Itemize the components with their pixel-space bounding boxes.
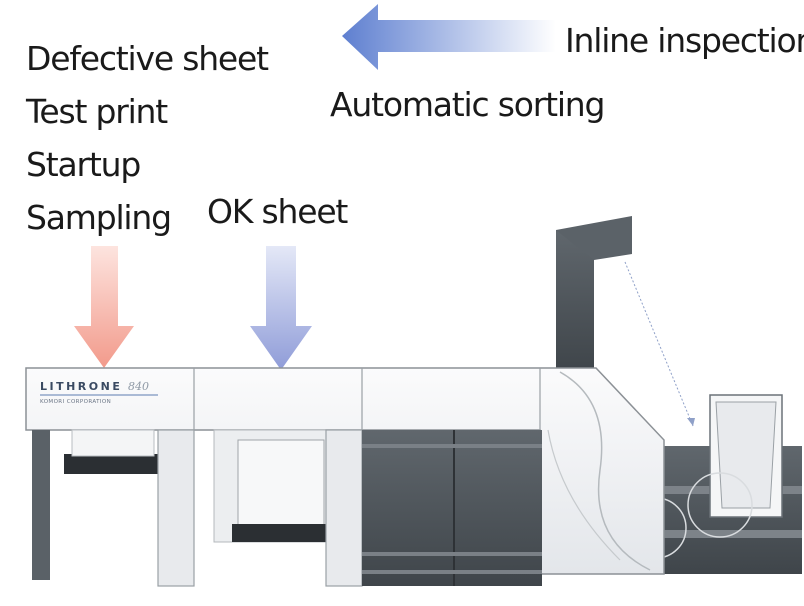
brand-model: 840: [128, 380, 149, 393]
ok-arrow-icon: [250, 246, 312, 370]
label-sampling: Sampling: [26, 198, 172, 237]
label-automatic-sorting: Automatic sorting: [330, 85, 605, 124]
press-lower-section: [32, 429, 542, 587]
label-defective-sheet: Defective sheet: [26, 39, 269, 78]
label-test-print: Test print: [26, 92, 168, 131]
label-ok-sheet: OK sheet: [207, 192, 348, 231]
maker-name: KOMORI CORPORATION: [40, 399, 111, 405]
press-delivery-unit: [556, 216, 802, 574]
brand-name: LITHRONE: [40, 380, 122, 393]
inspection-pointer-line: [624, 261, 694, 427]
press-brand-plate: LITHRONE 840 KOMORI CORPORATION: [40, 380, 158, 405]
inspection-arrow-icon: [342, 4, 556, 70]
label-startup: Startup: [26, 145, 141, 184]
label-inline-inspection: Inline inspection: [565, 21, 804, 60]
inspection-pointer-tip: [687, 418, 695, 426]
reject-arrow-icon: [74, 246, 134, 368]
